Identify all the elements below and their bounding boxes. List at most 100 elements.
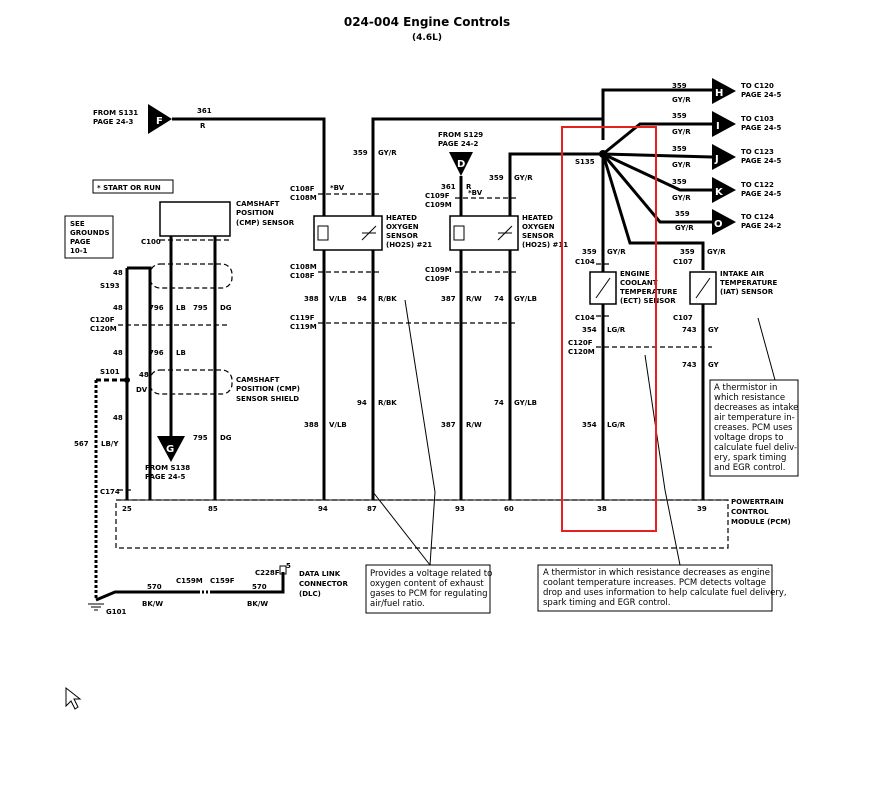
svg-text:388: 388	[304, 295, 319, 303]
svg-text:A thermistor in: A thermistor in	[714, 383, 777, 393]
svg-text:796: 796	[149, 349, 164, 357]
svg-text:(ECT) SENSOR: (ECT) SENSOR	[620, 297, 676, 305]
svg-text:PAGE 24-5: PAGE 24-5	[741, 190, 782, 198]
svg-text:gases to PCM for regulating: gases to PCM for regulating	[370, 589, 487, 599]
svg-text:TO C123: TO C123	[741, 148, 774, 156]
svg-text:ery, spark timing: ery, spark timing	[714, 453, 786, 463]
svg-text:LG/R: LG/R	[607, 421, 626, 429]
start-or-run-note: * START OR RUN	[92, 179, 174, 194]
page-title: 024-004 Engine Controls	[344, 15, 510, 29]
svg-text:R/W: R/W	[466, 295, 482, 303]
svg-text:C100: C100	[141, 238, 161, 246]
ect-note: A thermistor in which resistance decreas…	[537, 564, 787, 612]
svg-text:LB: LB	[176, 349, 186, 357]
svg-text:567: 567	[74, 440, 89, 448]
svg-text:POWERTRAIN: POWERTRAIN	[731, 498, 784, 506]
from-s138-connector: G	[157, 436, 185, 462]
svg-text:S101: S101	[100, 368, 120, 376]
svg-text:C108M: C108M	[290, 194, 317, 202]
svg-text:795: 795	[193, 304, 208, 312]
svg-text:359: 359	[675, 210, 690, 218]
svg-text:GY/R: GY/R	[672, 96, 691, 104]
svg-text:PAGE 24-2: PAGE 24-2	[741, 222, 782, 230]
svg-text:C104: C104	[575, 314, 595, 322]
svg-text:which resistance: which resistance	[714, 393, 785, 403]
svg-text:R/BK: R/BK	[378, 295, 397, 303]
svg-text:DATA LINK: DATA LINK	[299, 570, 341, 578]
svg-text:795: 795	[193, 434, 208, 442]
ect-sensor	[589, 271, 617, 305]
svg-text:*BV: *BV	[468, 189, 483, 197]
svg-text:GY/LB: GY/LB	[514, 295, 537, 303]
svg-text:air/fuel ratio.: air/fuel ratio.	[370, 599, 425, 609]
svg-text:74: 74	[494, 399, 504, 407]
svg-text:CAMSHAFT: CAMSHAFT	[236, 376, 280, 384]
svg-text:HEATED: HEATED	[386, 214, 417, 222]
ect-highlight-box	[561, 126, 657, 532]
svg-text:361: 361	[197, 107, 212, 115]
output-o: O TO C124 PAGE 24-2 359 GY/R	[675, 209, 782, 235]
output-k: K TO C122 PAGE 24-5 359 GY/R	[672, 177, 782, 203]
svg-text:PAGE 24-5: PAGE 24-5	[741, 157, 782, 165]
svg-text:359: 359	[489, 174, 504, 182]
svg-text:CONTROL: CONTROL	[731, 508, 769, 516]
svg-text:D: D	[457, 159, 465, 170]
svg-text:TO C122: TO C122	[741, 181, 774, 189]
svg-text:GY: GY	[708, 326, 720, 334]
svg-text:CONNECTOR: CONNECTOR	[299, 580, 348, 588]
svg-text:94: 94	[318, 505, 328, 513]
svg-text:air temperature in-: air temperature in-	[714, 413, 795, 423]
svg-text:87: 87	[367, 505, 377, 513]
svg-text:I: I	[716, 121, 720, 132]
svg-text:C120M: C120M	[568, 348, 595, 356]
svg-text:MODULE (PCM): MODULE (PCM)	[731, 518, 791, 526]
svg-text:GY/R: GY/R	[378, 149, 397, 157]
svg-text:570: 570	[147, 583, 162, 591]
svg-text:LG/R: LG/R	[607, 326, 626, 334]
svg-text:LB: LB	[176, 304, 186, 312]
from-s129-connector: D FROM S129 PAGE 24-2	[438, 131, 483, 176]
svg-text:GY/R: GY/R	[707, 248, 726, 256]
svg-text:COOLANT: COOLANT	[620, 279, 658, 287]
svg-text:TEMPERATURE: TEMPERATURE	[620, 288, 678, 296]
dlc-connector	[279, 565, 287, 575]
svg-text:GY/R: GY/R	[672, 128, 691, 136]
svg-text:OXYGEN: OXYGEN	[522, 223, 555, 231]
svg-text:FROM S138: FROM S138	[145, 464, 190, 472]
ho2s-21-sensor	[313, 215, 383, 251]
see-grounds-box: SEE GROUNDS PAGE 10-1	[64, 215, 114, 259]
svg-text:SENSOR: SENSOR	[386, 232, 419, 240]
svg-text:387: 387	[441, 295, 456, 303]
svg-text:PAGE 24-5: PAGE 24-5	[741, 91, 782, 99]
svg-text:(CMP) SENSOR: (CMP) SENSOR	[236, 219, 295, 227]
svg-text:5: 5	[286, 562, 291, 570]
svg-text:TEMPERATURE: TEMPERATURE	[720, 279, 778, 287]
svg-text:361: 361	[441, 183, 456, 191]
svg-text:GY/R: GY/R	[675, 224, 694, 232]
svg-text:359: 359	[680, 248, 695, 256]
svg-text:C120F: C120F	[90, 316, 115, 324]
svg-text:PAGE 24-3: PAGE 24-3	[93, 118, 134, 126]
svg-text:and EGR control.: and EGR control.	[714, 463, 785, 473]
svg-text:359: 359	[582, 248, 597, 256]
svg-text:C159F: C159F	[210, 577, 235, 585]
svg-text:OXYGEN: OXYGEN	[386, 223, 419, 231]
svg-text:C107: C107	[673, 258, 693, 266]
svg-text:(IAT) SENSOR: (IAT) SENSOR	[720, 288, 774, 296]
svg-text:* START OR RUN: * START OR RUN	[97, 184, 161, 192]
svg-text:J: J	[714, 154, 719, 165]
svg-text:570: 570	[252, 583, 267, 591]
svg-text:94: 94	[357, 295, 367, 303]
svg-text:25: 25	[122, 505, 132, 513]
svg-text:FROM S129: FROM S129	[438, 131, 483, 139]
svg-text:PAGE 24-5: PAGE 24-5	[741, 124, 782, 132]
svg-text:94: 94	[357, 399, 367, 407]
svg-text:DG: DG	[220, 434, 232, 442]
svg-text:BK/W: BK/W	[142, 600, 163, 608]
iat-sensor	[689, 271, 717, 305]
svg-text:S135: S135	[575, 158, 595, 166]
svg-text:C109M: C109M	[425, 266, 452, 274]
svg-text:GY/R: GY/R	[607, 248, 626, 256]
svg-text:C108F: C108F	[290, 185, 315, 193]
svg-text:743: 743	[682, 326, 697, 334]
